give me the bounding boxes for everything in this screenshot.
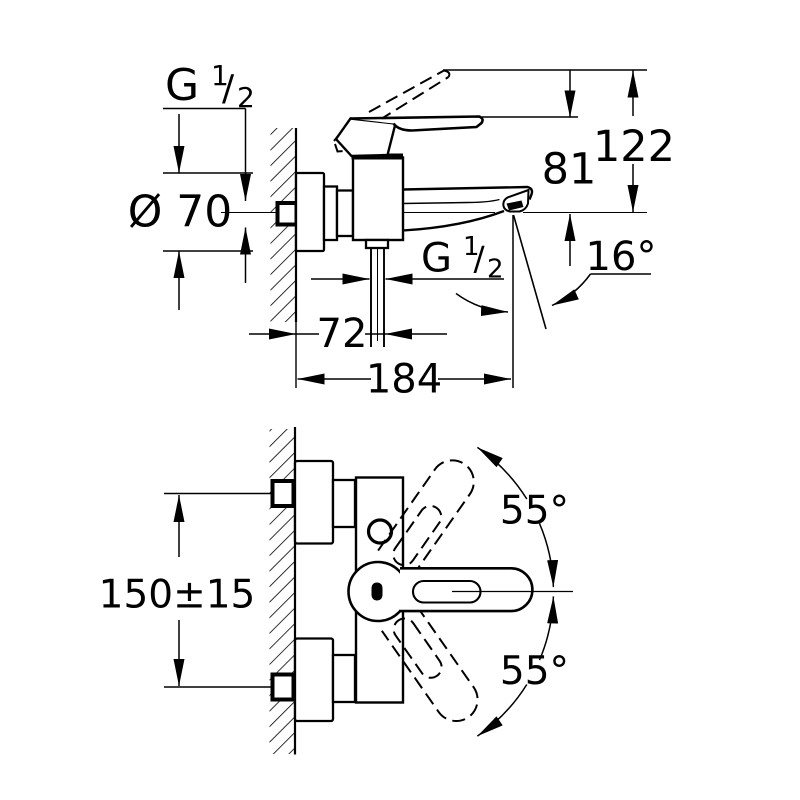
swing-up-label: 55° [500, 489, 569, 534]
outlet-offset-label: 72 [317, 311, 368, 357]
dimension-spout-angle: 16° [455, 214, 657, 388]
spout-aerator-outlet [506, 200, 524, 211]
outlet-collar [364, 238, 390, 250]
dimension-height-81: 81 [542, 70, 597, 266]
thread-bottom-label: G [421, 236, 452, 282]
height-81-label: 81 [542, 145, 597, 195]
spout-reach-label: 184 [366, 357, 442, 403]
thread-top-label: G [165, 60, 199, 111]
lever-base [334, 117, 398, 158]
mixer-body [351, 156, 405, 242]
thread-bottom-slash: / [474, 239, 486, 278]
dimension-thread-top: G 1 / 2 [163, 59, 255, 283]
union-nut [335, 189, 355, 238]
spout-underside [402, 209, 505, 232]
dimension-outlet-offset-72: 72 [249, 311, 447, 357]
diverter-knob [366, 518, 394, 545]
thread-top-denominator: 2 [237, 81, 255, 114]
connection-spacing-label: 150±15 [99, 573, 256, 618]
escutcheon-diameter-label: Ø 70 [128, 187, 233, 238]
swing-down-label: 55° [500, 649, 569, 694]
lever-swung-down-dashed [381, 605, 479, 722]
wall-union-connector-lower [270, 672, 296, 702]
wall-union-connector [275, 201, 299, 227]
dimension-connection-spacing: 150±15 [99, 495, 256, 686]
escutcheon-lower [293, 637, 335, 723]
escutcheon-upper [293, 459, 335, 545]
dimension-height-122: 122 [593, 70, 675, 212]
dimension-swing-angles: 55° 55° [476, 446, 569, 737]
side-view: G 1 / 2 Ø 70 81 122 [128, 59, 675, 403]
union-nut-upper [331, 478, 357, 529]
lever-blade [349, 115, 484, 132]
spout-inner-line [402, 198, 500, 205]
thread-bottom-denominator: 2 [487, 255, 504, 285]
union-nut-lower [331, 653, 357, 704]
escutcheon [294, 171, 326, 253]
spout-top-edge [402, 185, 534, 200]
dimension-thread-bottom: G 1 / 2 [311, 232, 504, 285]
thread-bottom-numerator: 1 [463, 232, 480, 262]
escutcheon-collar [322, 185, 339, 242]
boss-slot [371, 582, 383, 601]
spout-angle-label: 16° [586, 234, 657, 280]
thread-top-numerator: 1 [211, 59, 229, 92]
thread-top-slash: / [222, 68, 235, 109]
dimension-spout-reach-184: 184 [297, 357, 511, 403]
wall-union-connector-upper [270, 479, 296, 508]
lever-swung-up-dashed [377, 459, 475, 576]
handle-joint-band [351, 153, 403, 160]
wall-hatch [269, 429, 295, 754]
height-122-label: 122 [593, 122, 675, 172]
plan-view: 55° 55° 150±15 [99, 427, 573, 755]
dimension-escutcheon-diameter: Ø 70 [128, 114, 253, 310]
